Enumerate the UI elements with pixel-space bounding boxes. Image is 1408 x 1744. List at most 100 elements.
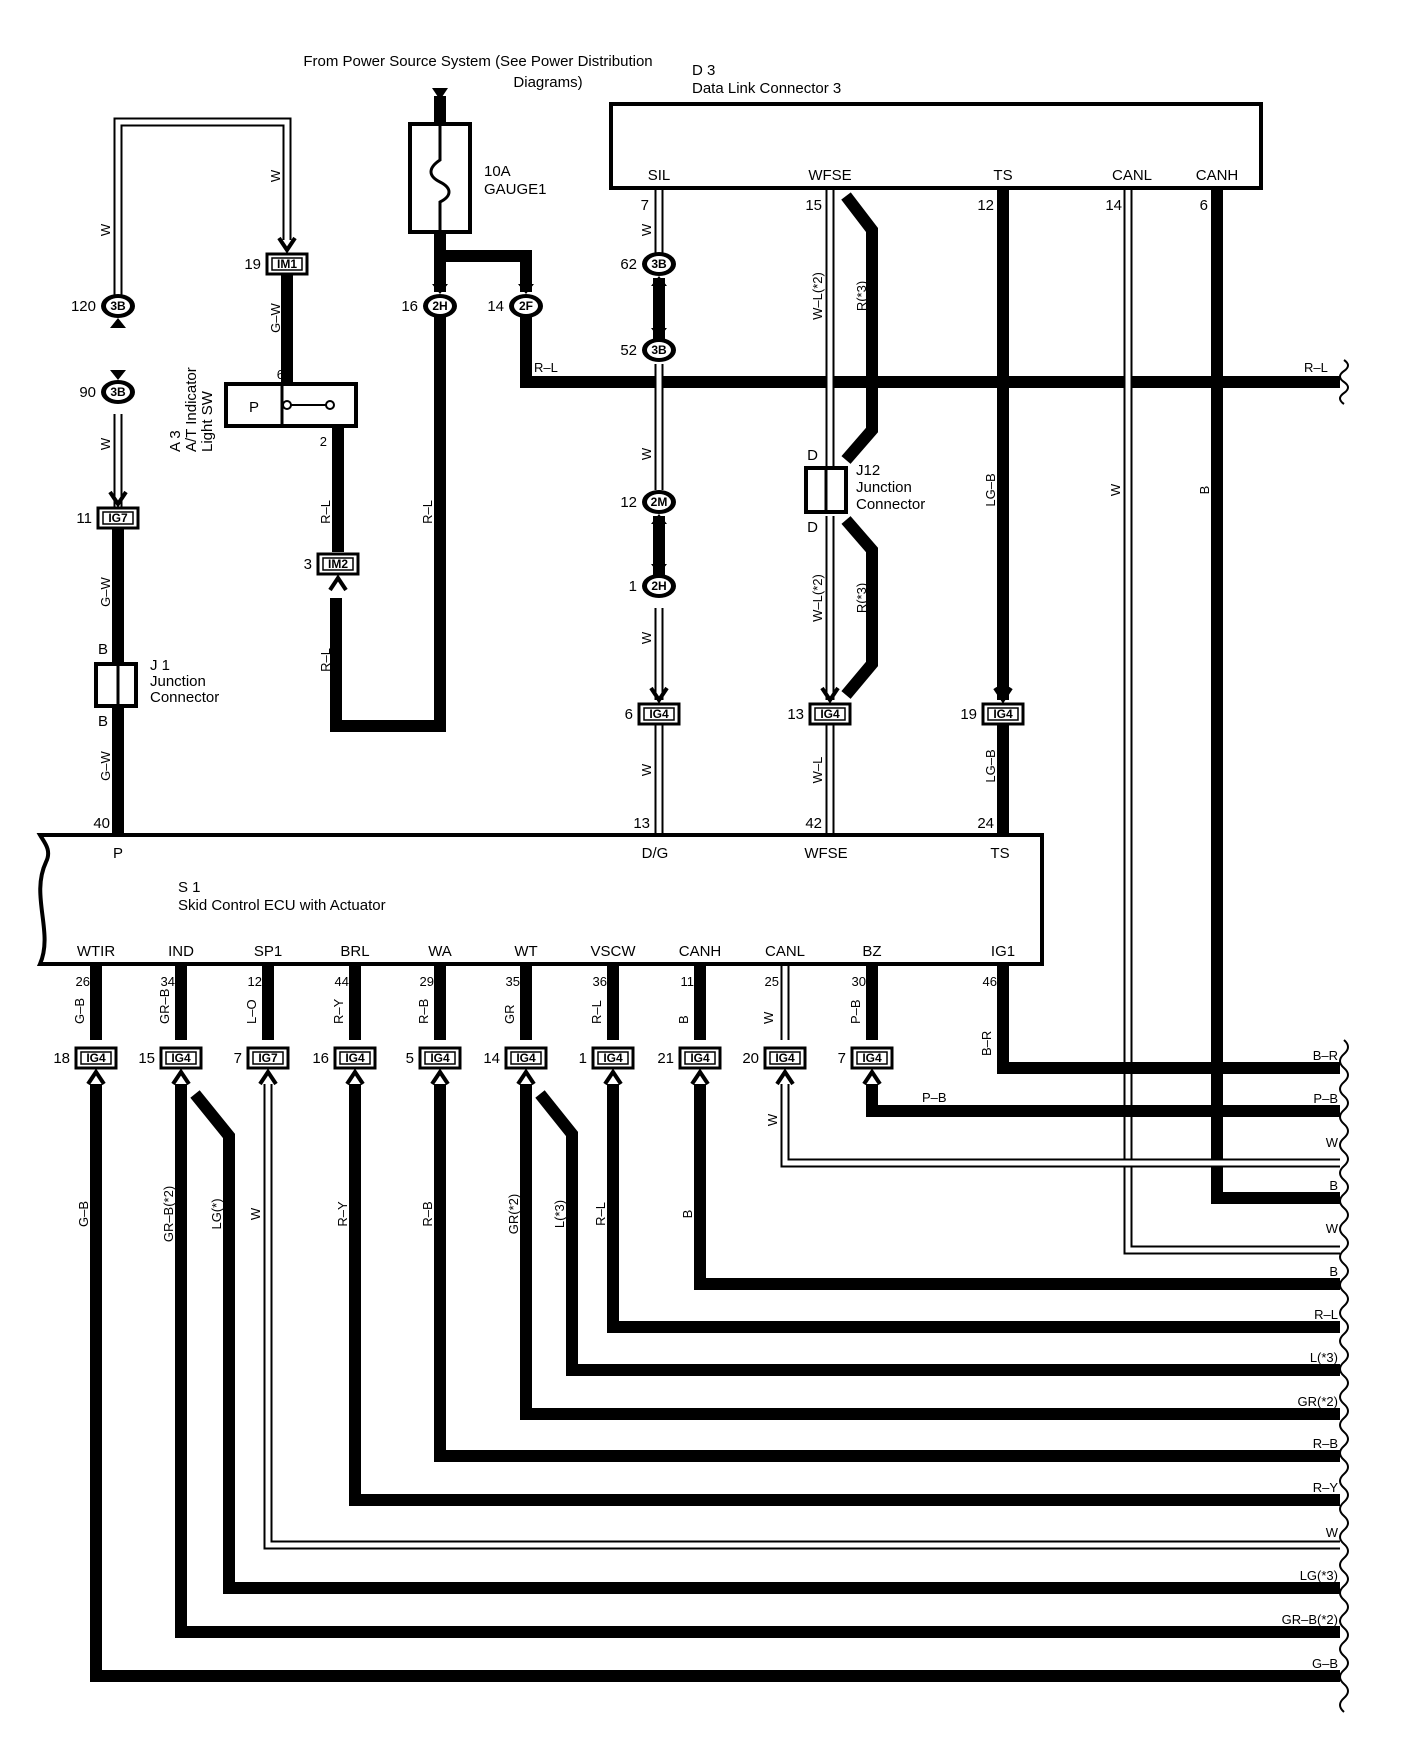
- right-edge-wire-label: W: [1326, 1135, 1339, 1150]
- switch-contact-icon: [282, 400, 292, 410]
- ecu-pin-number: 34: [161, 974, 175, 989]
- connector-pin: 90: [79, 384, 96, 401]
- brl-out-wire: [349, 1084, 1340, 1506]
- connector-pin: 62: [620, 256, 637, 273]
- connector-id: IG4: [993, 707, 1013, 721]
- right-edge-break: [1339, 359, 1349, 1713]
- switch-position-p: P: [249, 399, 259, 416]
- ecu-pin-wfse: WFSE: [804, 845, 847, 862]
- arrow-icon: [775, 1068, 795, 1086]
- connector-id: IG4: [171, 1051, 191, 1065]
- wire-color-label: B: [1197, 486, 1212, 495]
- wt-l3-wire: [535, 1090, 1340, 1376]
- ecu-pin-wire-color: GR–B: [157, 989, 172, 1024]
- wire-color-text: LG(*): [209, 1198, 224, 1229]
- wire-color-text: G–W: [268, 302, 283, 332]
- dlc-pin-number-ts: 12: [977, 197, 994, 214]
- j1-name-line2: Connector: [150, 689, 219, 706]
- connector-id: IG7: [108, 511, 128, 525]
- connector-pin: 7: [234, 1050, 242, 1067]
- connector-pin: 18: [53, 1050, 70, 1067]
- right-edge-wire-label: G–B: [1312, 1656, 1338, 1671]
- ig1-wire: [997, 966, 1340, 1074]
- ecu-pin-label: WT: [514, 943, 537, 960]
- data-link-connector-3: D 3 Data Link Connector 3 SIL WFSE TS CA…: [609, 62, 1263, 214]
- connector-id: 2H: [651, 579, 666, 593]
- right-edge-wire-label: W: [1326, 1221, 1339, 1236]
- fuse-branch-wire: [440, 250, 532, 292]
- ecu-pin-wire-color: P–B: [848, 999, 863, 1024]
- dlc-pin-number-wfse: 15: [805, 197, 822, 214]
- arrow-icon: [110, 370, 126, 380]
- w-loop-wire: [113, 117, 292, 507]
- wire-color-text: R–L: [534, 360, 558, 375]
- right-edge-wire-label: LG(*3): [1300, 1568, 1338, 1583]
- ecu-pin-label: WTIR: [77, 943, 115, 960]
- wire-color-text: W: [1108, 483, 1123, 496]
- connector-id: 2H: [432, 299, 447, 313]
- wire-color-label: B: [680, 1210, 695, 1219]
- dlc-pin-sil: SIL: [648, 167, 671, 184]
- ecu-pin-number: 35: [506, 974, 520, 989]
- arrow-icon: [258, 1068, 278, 1086]
- wire-color-label: L(*3): [552, 1200, 567, 1228]
- wire-color-text: B: [680, 1210, 695, 1219]
- wire-color-label: GR(*2): [506, 1194, 521, 1234]
- ind-lg-wire: [190, 1090, 1340, 1594]
- connector-pin: 14: [483, 1050, 500, 1067]
- ecu-pin-label: CANL: [765, 943, 805, 960]
- arrow-icon: [862, 1068, 882, 1086]
- rl-bus-wire: [520, 316, 1340, 388]
- ecu-pin-wire-color: R–Y: [331, 998, 346, 1024]
- ecu-pin-wire-color: B–R: [979, 1031, 994, 1056]
- ecu-pin-number: 26: [76, 974, 90, 989]
- arrow-icon: [603, 1068, 623, 1086]
- rl-wire-2h-loop: [330, 316, 446, 732]
- right-edge-wire-label: R–Y: [1313, 1480, 1339, 1495]
- junction-connector-j1: B B J 1 Junction Connector: [94, 641, 219, 730]
- j1-pin-bottom: B: [98, 713, 108, 730]
- wire-color-label: GR–B(*2): [161, 1186, 176, 1242]
- switch-name-line1: A/T Indicator: [183, 367, 200, 452]
- arrow-icon: [690, 1068, 710, 1086]
- j1-name-line1: Junction: [150, 673, 206, 690]
- connector-pin: 21: [657, 1050, 674, 1067]
- connector-pin: 1: [579, 1050, 587, 1067]
- fuse-name: GAUGE1: [484, 181, 547, 198]
- switch-pin-top: 6: [277, 367, 284, 382]
- ecu-pin-number: 46: [983, 974, 997, 989]
- right-edge-wire-label: B–R: [1313, 1048, 1338, 1063]
- connector-pin: 120: [71, 298, 96, 315]
- ecu-pin-label: WA: [428, 943, 452, 960]
- wire-color-label: LG–B: [983, 749, 998, 782]
- ecu-pin-number: 29: [420, 974, 434, 989]
- dlc-pin-number-sil: 7: [641, 197, 649, 214]
- wire-color-text: P–B: [922, 1090, 947, 1105]
- arrow-icon: [86, 1068, 106, 1086]
- wire-color-text: R–L: [318, 648, 333, 672]
- arrow-icon: [171, 1068, 191, 1086]
- connector-2h: 2H1: [629, 564, 676, 598]
- right-edge-labels: B–RP–BWBWBR–LL(*3)GR(*2)R–BR–YWLG(*3)GR–…: [1282, 1048, 1339, 1671]
- connection-markers: [436, 252, 444, 260]
- wire-color-text: W: [639, 631, 654, 644]
- arrow-icon: [651, 514, 667, 524]
- dlc-pin-number-canh: 6: [1200, 197, 1208, 214]
- wtir-out-wire: [90, 1084, 1340, 1682]
- connector-pin: 19: [244, 256, 261, 273]
- ecu-pin-number-dg: 13: [633, 815, 650, 832]
- wire-color-label: R–L: [318, 500, 333, 524]
- arrow-icon: [516, 1068, 536, 1086]
- arrow-icon: [345, 1068, 365, 1086]
- dlc-pin-number-canl: 14: [1105, 197, 1122, 214]
- wire-color-text: GR–B(*2): [161, 1186, 176, 1242]
- ecu-bottom-pins: WTIR26G–BIND34GR–BSP112L–OBRL44R–YWA29R–…: [72, 943, 1015, 1056]
- wire-color-label: G–B: [76, 1201, 91, 1227]
- ecu-pin-label: CANH: [679, 943, 722, 960]
